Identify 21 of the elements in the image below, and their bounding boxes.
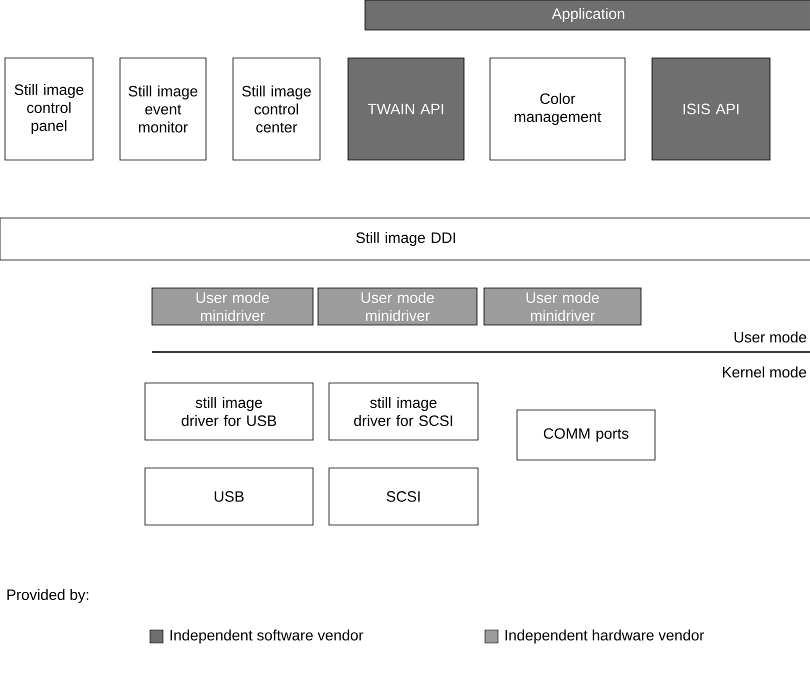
legend-heading: Provided by: (7, 589, 88, 603)
component-box: ISIS API (652, 58, 770, 160)
component-box: still image driver for USB (144, 382, 314, 440)
component-box: User mode minidriver (152, 288, 314, 326)
legend-label: Independent software vendor (170, 630, 364, 644)
component-box: Still image control panel (4, 58, 94, 160)
legend-label: Independent hardware vendor (506, 630, 704, 644)
mode-label: User mode (734, 332, 806, 342)
component-box: still image driver for SCSI (328, 382, 478, 440)
component-box: SCSI (328, 468, 478, 526)
component-box: USB (144, 468, 314, 526)
component-box: User mode minidriver (484, 288, 642, 326)
component-box: Still image control center (232, 58, 320, 160)
component-box: User mode minidriver (318, 288, 478, 326)
component-box: Application (364, 0, 810, 30)
component-box: COMM ports (516, 410, 656, 460)
mode-label: Kernel mode (722, 366, 806, 378)
component-box: Still image event monitor (120, 58, 206, 160)
component-box: TWAIN API (348, 58, 464, 160)
component-box: Color management (490, 58, 626, 160)
component-box: Still image DDI (0, 218, 810, 260)
